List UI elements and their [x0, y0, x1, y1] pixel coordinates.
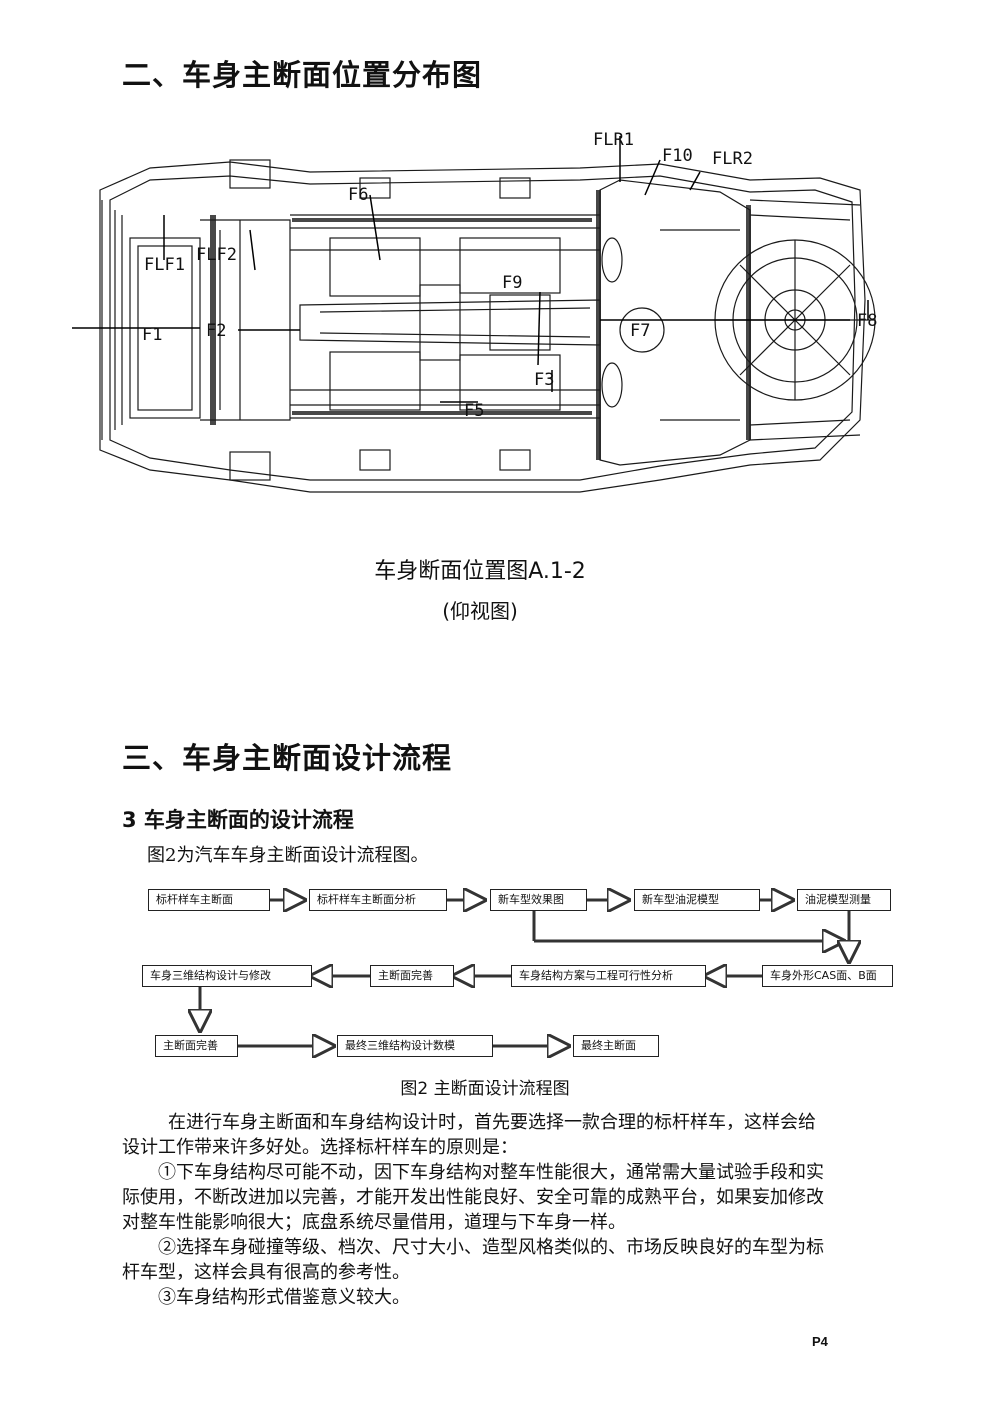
label-f1: F1 — [142, 325, 162, 345]
flow-box-3d-design: 车身三维结构设计与修改 — [142, 965, 312, 987]
section-2-title: 二、车身主断面位置分布图 — [122, 58, 483, 92]
flow-box-benchmark-analysis: 标杆样车主断面分析 — [309, 889, 447, 911]
flow-box-feasibility: 车身结构方案与工程可行性分析 — [511, 965, 706, 987]
flowchart-caption: 图2 主断面设计流程图 — [400, 1079, 570, 1099]
flow-box-section-refine-2: 主断面完善 — [155, 1035, 238, 1057]
page-number: P4 — [812, 1334, 828, 1349]
paragraph-line-1: 在进行车身主断面和车身结构设计时，首先要选择一款合理的标杆样车，这样会给 — [168, 1112, 816, 1133]
intro-text: 图2为汽车车身主断面设计流程图。 — [147, 845, 429, 866]
subsection-heading: 3 车身主断面的设计流程 — [122, 808, 354, 832]
label-f8: F8 — [857, 311, 877, 331]
car-underbody-diagram: FLR1 F10 FLR2 F6 FLF1 FLF2 F9 F1 F2 F7 F… — [72, 130, 877, 493]
label-flf1: FLF1 — [144, 255, 185, 275]
flow-box-benchmark-section: 标杆样车主断面 — [148, 889, 270, 911]
paragraph-line-3: ①下车身结构尽可能不动，因下车身结构对整车性能很大，通常需大量试验手段和实 — [158, 1162, 824, 1183]
figure-caption: 车身断面位置图A.1-2 — [374, 559, 586, 584]
flow-box-clay-measure: 油泥模型测量 — [797, 889, 891, 911]
flow-box-cas-surface: 车身外形CAS面、B面 — [762, 965, 893, 987]
label-f2: F2 — [206, 321, 226, 341]
label-f9: F9 — [502, 273, 522, 293]
label-f7: F7 — [630, 321, 650, 341]
flow-box-clay-model: 新车型油泥模型 — [634, 889, 760, 911]
label-f10: F10 — [662, 146, 693, 166]
paragraph-line-2: 设计工作带来许多好处。选择标杆样车的原则是： — [122, 1137, 518, 1158]
paragraph-line-5: 对整车性能影响很大；底盘系统尽量借用，道理与下车身一样。 — [122, 1212, 626, 1233]
paragraph-line-7: 杆车型，这样会具有很高的参考性。 — [122, 1262, 410, 1283]
label-flr2: FLR2 — [712, 149, 753, 169]
flow-box-section-refine: 主断面完善 — [370, 965, 454, 987]
label-flf2: FLF2 — [196, 245, 237, 265]
label-f5: F5 — [464, 401, 484, 421]
label-flr1: FLR1 — [593, 130, 634, 150]
flow-box-rendering: 新车型效果图 — [490, 889, 587, 911]
flow-box-final-3d-model: 最终三维结构设计数模 — [337, 1035, 493, 1057]
section-3-title: 三、车身主断面设计流程 — [122, 741, 453, 775]
flow-box-final-section: 最终主断面 — [573, 1035, 659, 1057]
paragraph-line-8: ③车身结构形式借鉴意义较大。 — [158, 1287, 410, 1308]
figure-subcaption: (仰视图) — [442, 599, 518, 623]
label-f6: F6 — [348, 185, 368, 205]
paragraph-line-4: 际使用，不断改进加以完善，才能开发出性能良好、安全可靠的成熟平台，如果妄加修改 — [122, 1187, 824, 1208]
label-f3: F3 — [534, 370, 554, 390]
paragraph-line-6: ②选择车身碰撞等级、档次、尺寸大小、造型风格类似的、市场反映良好的车型为标 — [158, 1237, 824, 1258]
